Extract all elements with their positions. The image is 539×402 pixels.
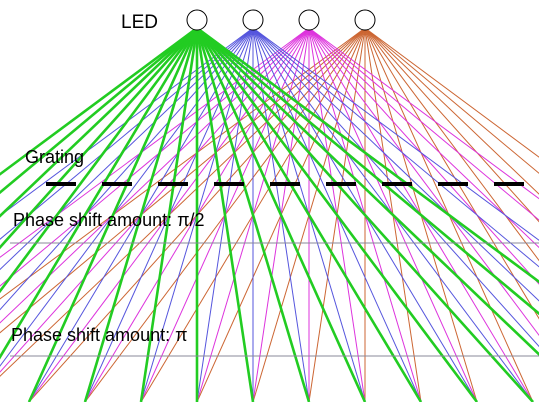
led-3-circle	[298, 9, 320, 31]
led-row	[186, 9, 376, 31]
led-2-circle	[242, 9, 264, 31]
led-4-circle	[354, 9, 376, 31]
led-1-ray	[0, 27, 198, 250]
led-1-ray	[27, 27, 199, 402]
led-1-ray	[196, 27, 534, 402]
led-3-ray	[308, 27, 539, 200]
light-rays	[0, 26, 539, 402]
led-1-ray	[195, 27, 479, 402]
led-1-ray	[196, 27, 539, 357]
led-2-ray	[252, 27, 539, 241]
phase-full-label: Phase shift amount: π	[11, 325, 188, 345]
led-1-circle	[186, 9, 208, 31]
grating-label: Grating	[25, 147, 84, 167]
led-1-ray	[139, 27, 199, 402]
led-1-ray	[0, 27, 199, 360]
led-3-ray	[308, 27, 539, 221]
led-label: LED	[121, 12, 158, 33]
led-1-ray	[0, 27, 199, 294]
led-2-ray	[252, 27, 539, 268]
led-1-ray	[0, 26, 198, 176]
led-4-ray	[364, 27, 539, 174]
led-1-ray	[195, 27, 311, 402]
led-1-ray	[196, 26, 539, 284]
led-1-ray	[83, 27, 199, 402]
led-4-ray	[364, 27, 539, 158]
led-1-ray	[0, 27, 198, 218]
phase-half-label: Phase shift amount: π/2	[13, 210, 205, 230]
led-1-ray	[196, 27, 539, 316]
led-1-ray	[195, 27, 255, 402]
led-1-ray	[0, 27, 198, 195]
led-4-ray	[364, 27, 539, 195]
led-1-ray	[195, 27, 423, 402]
led-1-ray	[195, 27, 367, 402]
